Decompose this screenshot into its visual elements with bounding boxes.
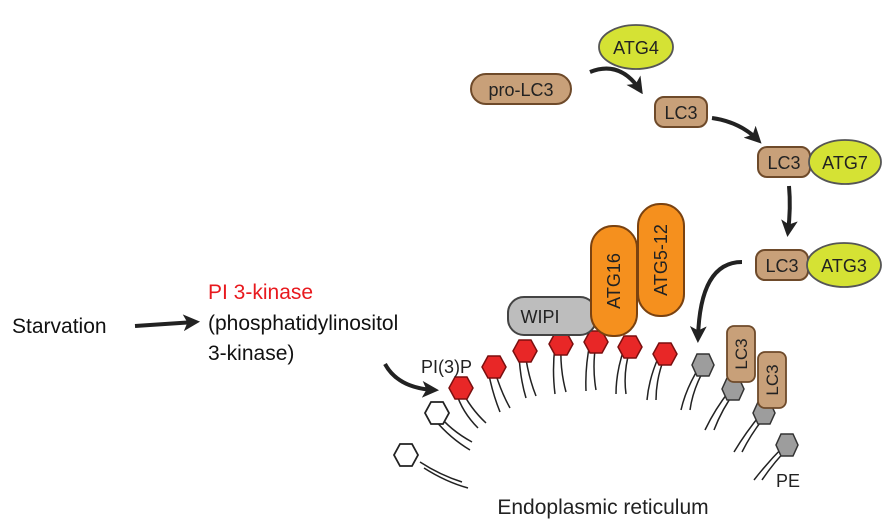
wipi-label: WIPI	[521, 307, 560, 327]
lc3-lipidated-2	[757, 351, 787, 409]
lipid-head-red	[617, 335, 643, 359]
unmodified-lipid-heads	[392, 401, 451, 467]
pi3p-lipid-heads	[448, 330, 678, 400]
atg5-12-label: ATG5-12	[651, 224, 671, 296]
lc3-free-label: LC3	[664, 103, 697, 123]
pi3p-label: PI(3)P	[421, 357, 472, 377]
lc3-free-protein	[654, 96, 708, 128]
lipid-head-white	[423, 401, 451, 425]
lc3-lipidated-1-label: LC3	[732, 338, 751, 369]
starvation-label: Starvation	[12, 315, 107, 338]
pi3-kinase-fullname-line1: (phosphatidylinositol	[208, 312, 398, 335]
lc3-to-atg7-arrow	[711, 116, 762, 144]
atg7-label: ATG7	[822, 153, 868, 173]
lipid-head-red	[448, 376, 474, 400]
lc3-to-membrane-arrow	[689, 260, 743, 344]
endoplasmic-reticulum-label: Endoplasmic reticulum	[497, 496, 708, 519]
lc3-lipidated-2-label: LC3	[763, 364, 782, 395]
atg4-enzyme	[598, 24, 674, 70]
atg7-to-atg3-arrow	[781, 185, 798, 238]
pe-label: PE	[776, 471, 800, 491]
lc3-atg3-complex-lc3-label: LC3	[765, 256, 798, 276]
starvation-arrow	[134, 314, 201, 332]
pro-lc3-label: pro-LC3	[488, 80, 553, 100]
lipid-head-red	[481, 355, 507, 379]
pro-lc3-protein	[470, 73, 572, 105]
atg4-cleavage-arrow	[589, 66, 643, 95]
atg5-12-protein	[637, 203, 685, 317]
lc3-lipidated-1	[726, 325, 756, 383]
pi3-kinase-fullname-line2: 3-kinase)	[208, 342, 294, 365]
pi3-kinase-label: PI 3-kinase	[208, 281, 313, 304]
lipid-head-red	[512, 339, 538, 363]
atg3-label: ATG3	[821, 256, 867, 276]
pi3p-pointer-arrow	[383, 362, 440, 398]
atg4-label: ATG4	[613, 38, 659, 58]
atg3-enzyme	[806, 242, 882, 288]
lc3-atg7-complex-lc3-label: LC3	[767, 153, 800, 173]
lipid-head-gray	[775, 433, 799, 457]
atg7-enzyme	[808, 139, 882, 185]
lipid-head-red	[652, 342, 678, 366]
lipid-head-white	[392, 443, 420, 467]
atg16-label: ATG16	[604, 253, 624, 309]
lipid-head-gray	[691, 353, 715, 377]
lipid-head-red	[548, 332, 574, 356]
